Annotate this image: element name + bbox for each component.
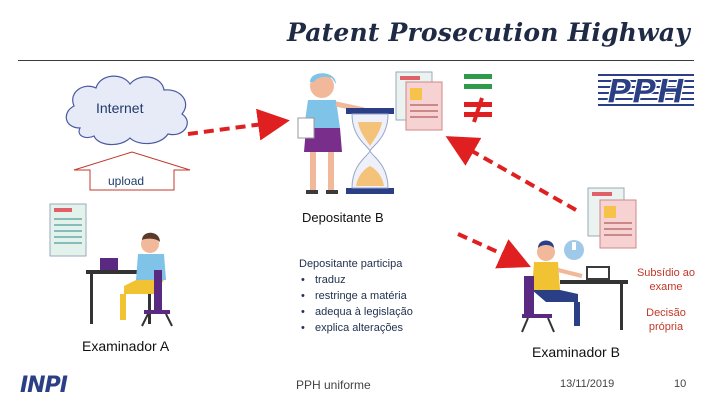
- slide-title: Patent Prosecution Highway: [286, 18, 690, 47]
- cloud-icon: [65, 75, 188, 146]
- own-decision-note: Decisão própria: [646, 307, 686, 333]
- arrow-examinerb-to-applicant: [445, 136, 577, 212]
- footer-date: 13/11/2019: [560, 378, 615, 390]
- arrow-internet-to-applicant: [187, 108, 290, 141]
- list-item: •explica alterações: [301, 322, 404, 334]
- subsidy-note: Subsídio ao exame: [636, 267, 696, 293]
- hourglass-icon: [346, 108, 394, 194]
- page-number: 10: [674, 378, 687, 390]
- inpi-logo: INPI: [20, 373, 69, 394]
- document-stack-icon: [587, 187, 637, 249]
- document-icon: [49, 203, 87, 257]
- title-divider: [18, 60, 694, 61]
- list-item: •adequa à legislação: [301, 306, 413, 318]
- participation-heading: Depositante participa: [299, 258, 403, 270]
- upload-arrow-icon: [73, 151, 191, 191]
- examiner-a-illustration: [86, 232, 173, 327]
- upload-label: upload: [108, 174, 145, 188]
- pph-logo-text: PPH: [607, 72, 685, 108]
- examiner-a-label: Examinador A: [82, 338, 170, 354]
- document-stack-icon: [395, 71, 443, 131]
- footer-caption: PPH uniforme: [296, 378, 371, 392]
- participation-items: •traduz •restringe a matéria •adequa à l…: [299, 272, 413, 336]
- participation-list: Depositante participa •traduz •restringe…: [299, 256, 413, 336]
- applicant-illustration: [297, 73, 365, 194]
- applicant-label: Depositante B: [302, 210, 384, 225]
- inpi-logo-text: INPI: [20, 373, 68, 394]
- pph-logo: PPH: [598, 71, 694, 108]
- cloud-label: Internet: [96, 100, 144, 116]
- examiner-b-label: Examinador B: [532, 344, 620, 360]
- list-item: •restringe a matéria: [301, 290, 407, 302]
- not-equal-icon: [464, 74, 492, 123]
- arrow-applicant-to-examinerb: [457, 232, 531, 269]
- list-item: •traduz: [301, 274, 346, 286]
- examiner-b-illustration: [521, 240, 628, 333]
